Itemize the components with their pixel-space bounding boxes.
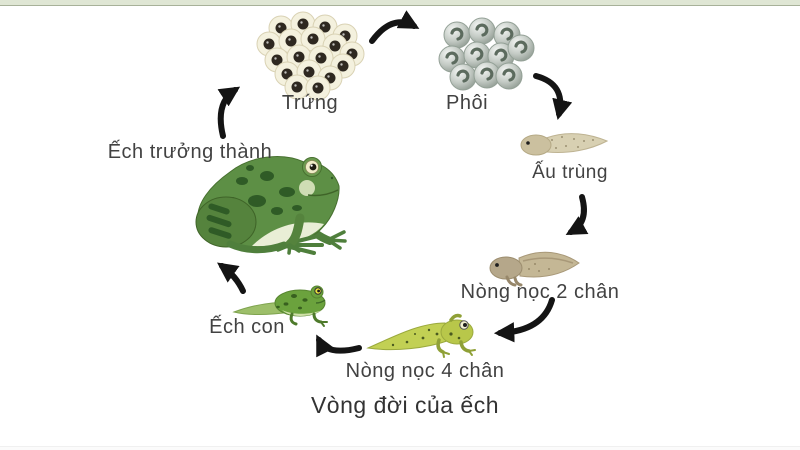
arrow-au-trung-to-nong-noc-2-chan-icon [565,194,589,235]
stage-trung [255,11,365,101]
arrow-trung-to-phoi-icon [369,10,420,44]
frog-eggs-illustration [256,11,365,101]
four-legged-tadpole-illustration [366,313,476,358]
stage-label-phoi: Phôi [445,92,489,114]
stage-label-trung: Trứng [281,92,339,114]
two-legged-tadpole-illustration [489,251,580,287]
arrow-phoi-to-au-trung-icon [533,73,573,120]
stage-label-ech-con: Ếch con [209,316,285,338]
adult-frog-illustration [195,156,347,255]
stage-label-ech-truong-thanh: Ếch trưởng thành [107,141,273,163]
stage-nong-noc-2-chan [487,243,582,288]
bottom-border-strip [0,446,800,450]
frog-embryos-illustration [438,17,535,91]
arrow-nong-noc-4-chan-to-ech-con-icon [316,334,362,358]
stage-phoi [437,17,535,93]
arrow-ech-truong-thanh-to-trung-icon [217,86,241,139]
tadpole-larva-illustration [520,133,609,156]
stage-label-nong-noc-4-chan: Nòng nọc 4 chân [345,360,505,382]
arrow-nong-noc-2-chan-to-nong-noc-4-chan-icon [493,297,555,343]
top-border-strip [0,0,800,6]
stage-label-nong-noc-2-chan: Nòng nọc 2 chân [460,281,620,303]
stage-au-trung [518,128,610,163]
stage-ech-con [230,280,335,330]
stage-label-au-trung: Ấu trùng [532,162,608,183]
stage-ech-truong-thanh [172,146,347,258]
young-frog-illustration [232,285,328,327]
diagram-title: Vòng đời của ếch [310,392,500,418]
arrow-ech-con-to-ech-truong-thanh-icon [217,262,246,294]
stage-nong-noc-4-chan [365,310,480,360]
